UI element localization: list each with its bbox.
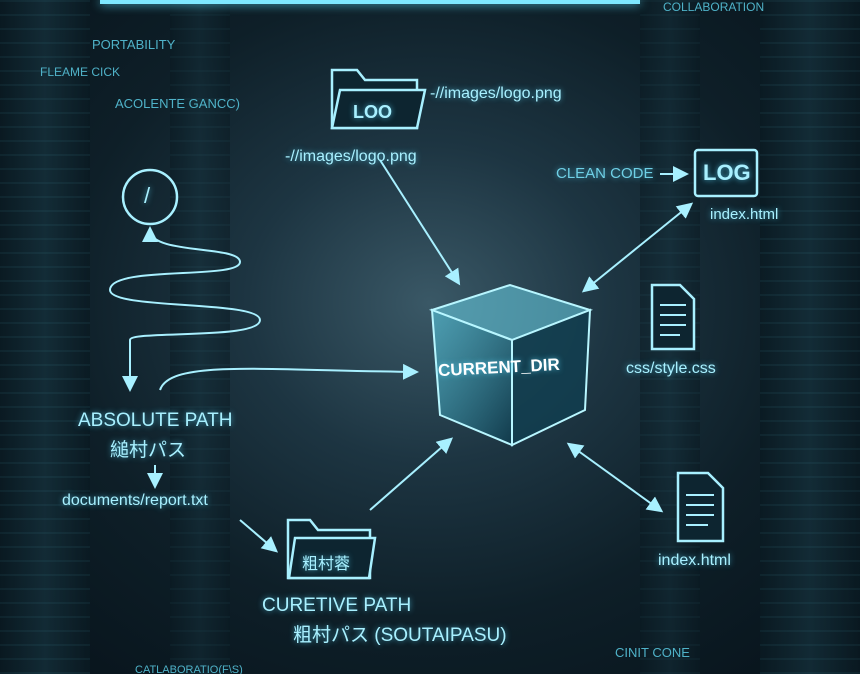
label-collaboration: COLLABORATION (663, 0, 765, 14)
logo-path-right: -//images/logo.png (430, 85, 562, 102)
arrows (108, 159, 694, 553)
label-portability: PORTABILITY (92, 37, 176, 52)
cube-icon (428, 283, 594, 447)
folder-icon (330, 68, 427, 130)
label-acolente: ACOLENTE GANCC) (115, 96, 240, 111)
label-collaborations: CATLABORATIO(F\S) (135, 664, 243, 674)
absolute-path-jp: 縋村パス (110, 440, 187, 461)
css-file-label: css/style.css (626, 360, 716, 377)
absolute-path-doc: documents/report.txt (62, 492, 208, 509)
top-bar (100, 0, 640, 4)
folder-icon (286, 518, 377, 580)
logo-path-below: -//images/logo.png (285, 148, 417, 165)
log-box-text: LOG (703, 160, 751, 185)
index-file-label: index.html (658, 552, 731, 569)
file-icon (650, 283, 696, 351)
root-circle-icon (121, 168, 179, 226)
root-symbol: / (144, 183, 151, 208)
server-rack (170, 0, 230, 674)
absolute-path-title: ABSOLUTE PATH (78, 410, 233, 431)
log-caption: index.html (710, 206, 779, 223)
relative-path-jp: 粗村パス (SOUTAIPASU) (293, 625, 507, 646)
label-cinit-cone: CINIT CONE (615, 645, 690, 660)
log-box-icon (693, 148, 759, 198)
label-clean-code: CLEAN CODE (556, 165, 654, 182)
file-icon (676, 471, 725, 543)
server-rack (0, 0, 90, 674)
label-fleame: FLEAME CICK (40, 65, 121, 79)
server-rack (760, 0, 860, 674)
logo-folder-text: LOO (353, 102, 392, 122)
relative-path-title: CURETIVE PATH (262, 595, 412, 616)
relative-folder-text: 粗村蓉 (302, 556, 351, 573)
